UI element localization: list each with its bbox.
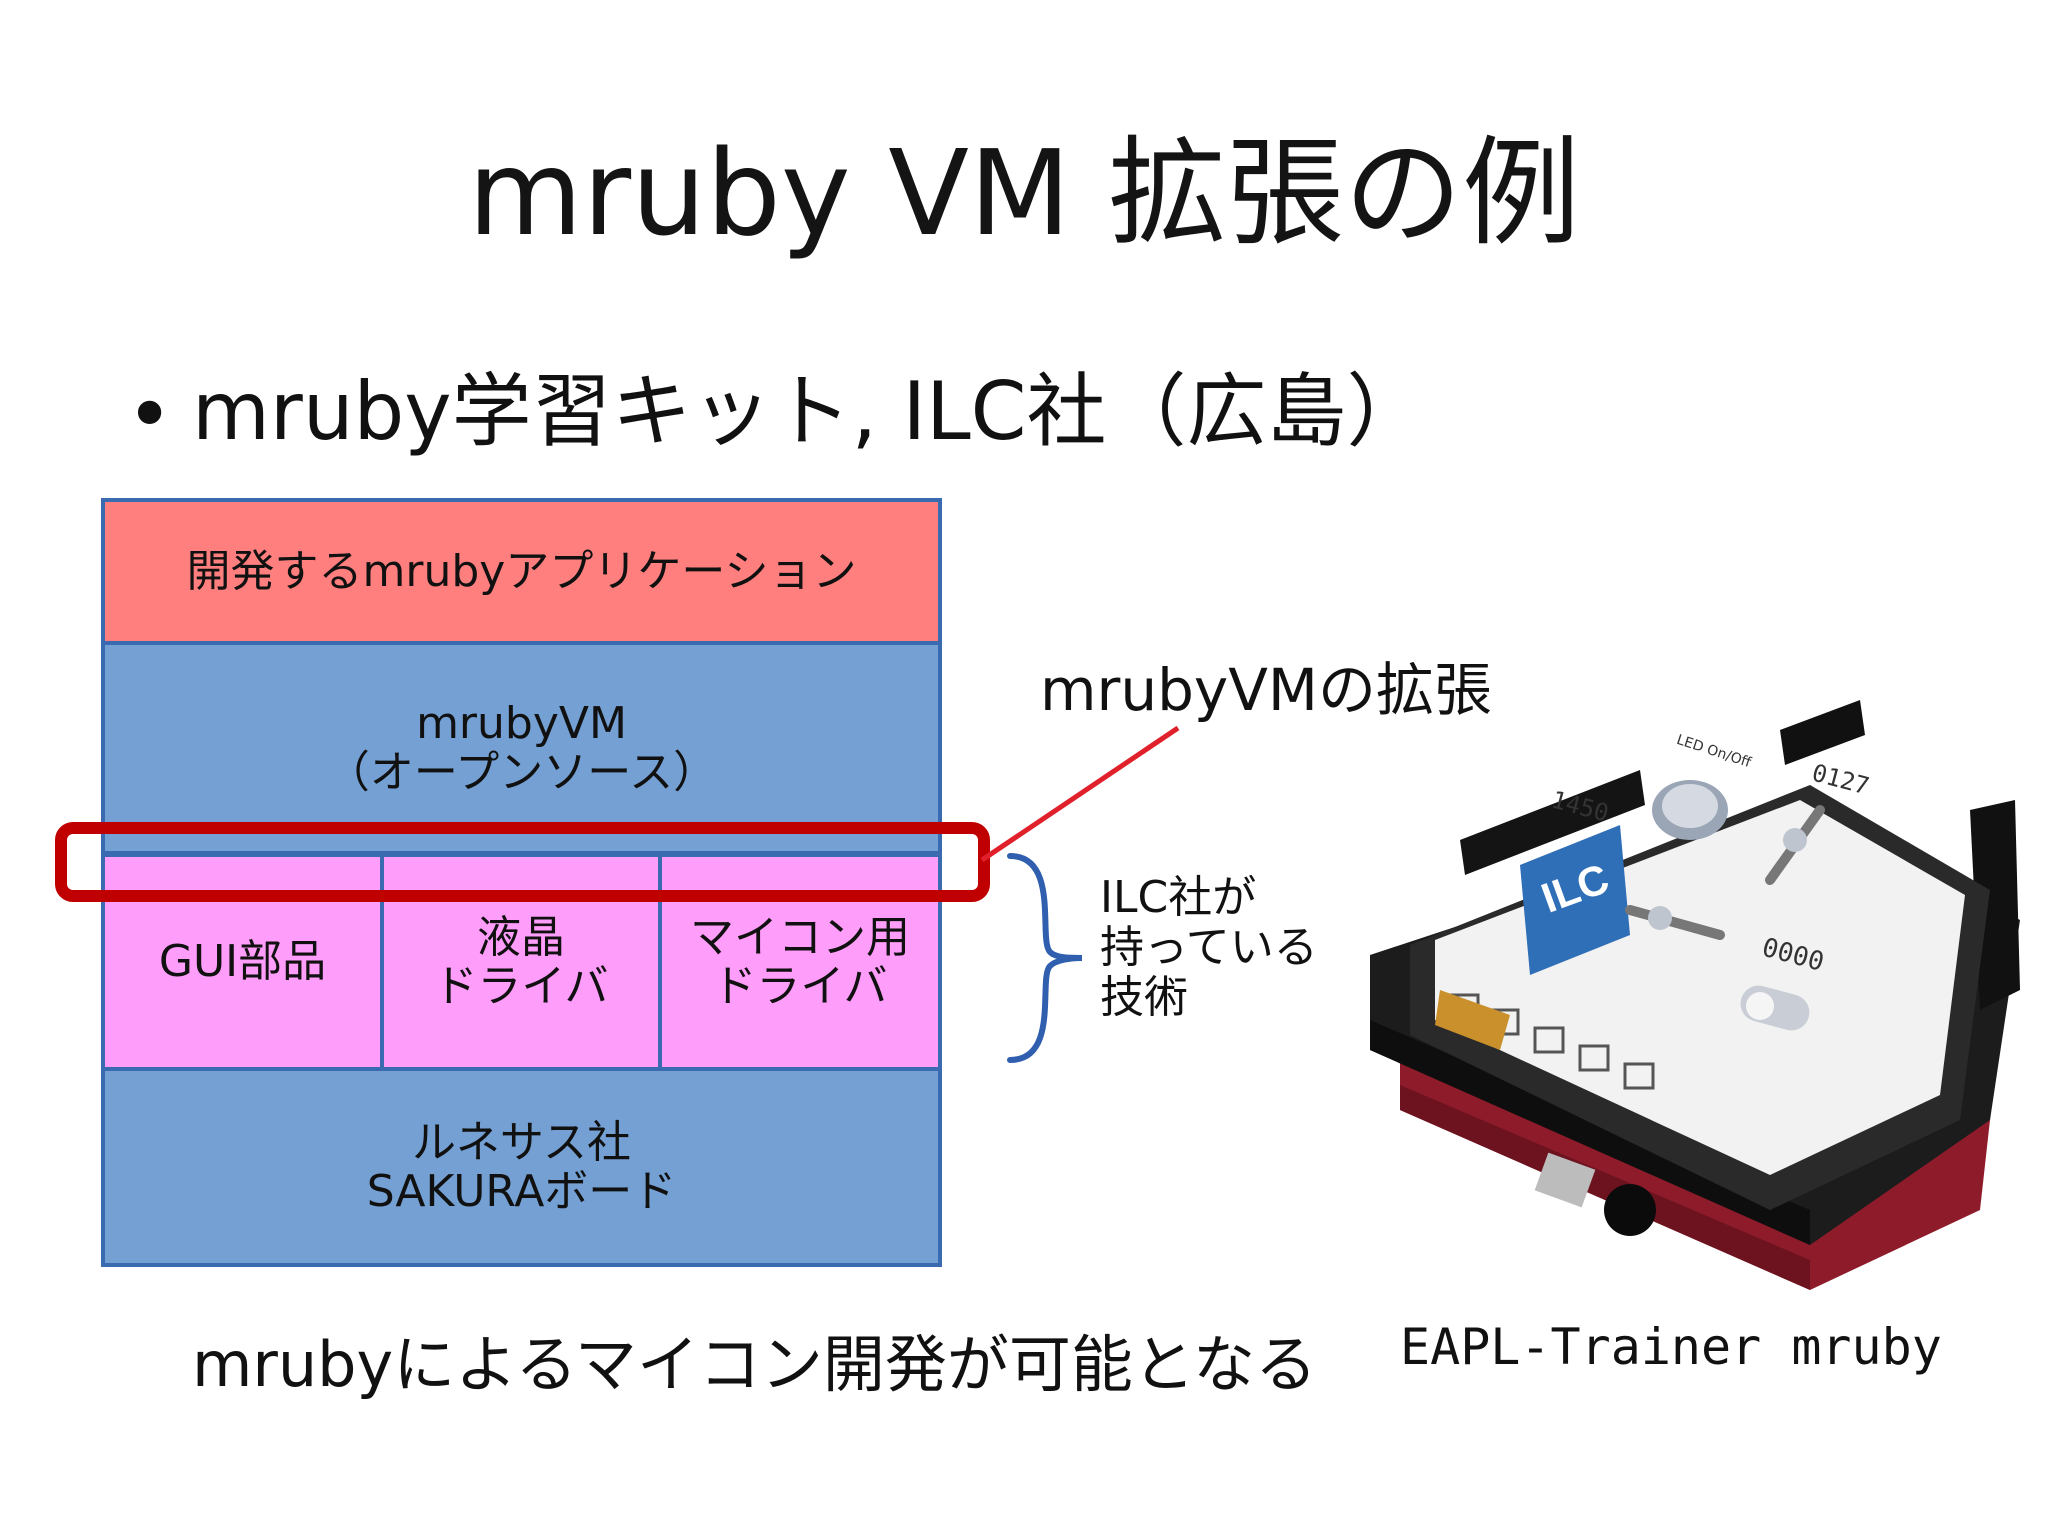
readout-led: LED On/Off	[1674, 732, 1753, 771]
bullet-marker: •	[126, 368, 174, 461]
mcu-layer-line2: ドライバ	[712, 961, 888, 1012]
app-layer-label: 開発するmrubyアプリケーション	[186, 545, 857, 597]
lcd-layer-line1: 液晶	[477, 911, 565, 963]
board-layer: ルネサス社 SAKURAボード	[101, 1067, 942, 1267]
gui-layer-label: GUI部品	[158, 936, 327, 988]
callout-label: mrubyVMの拡張	[1040, 656, 1492, 724]
app-layer: 開発するmrubyアプリケーション	[101, 498, 942, 645]
product-caption: EAPL-Trainer mruby	[1400, 1318, 1942, 1376]
mcu-layer-line1: マイコン用	[690, 911, 910, 963]
curly-brace	[1007, 853, 1083, 1063]
lcd-layer-line2: ドライバ	[433, 961, 609, 1012]
bottom-caption: mrubyによるマイコン開発が可能となる	[192, 1328, 1318, 1401]
slide-title: mruby VM 拡張の例	[467, 124, 1581, 262]
mcu-driver-layer: マイコン用 ドライバ	[658, 853, 942, 1071]
tech-label-line1: ILC社が	[1100, 872, 1257, 923]
eapl-trainer-board-image: ILC 1450 0127 0000 LED On/Off	[1370, 700, 2020, 1290]
board-layer-line1: ルネサス社	[411, 1116, 632, 1168]
vm-layer: mrubyVM （オープンソース）	[101, 645, 942, 855]
board-layer-line2: SAKURAボード	[366, 1166, 677, 1217]
vm-layer-line2: （オープンソース）	[325, 747, 718, 798]
vm-extension-highlight	[55, 822, 990, 902]
bullet-text: mruby学習キット, ILC社（広島）	[192, 365, 1427, 458]
ilc-logo: ILC	[1520, 825, 1630, 975]
tech-label-line2: 持っている	[1100, 922, 1318, 973]
tech-label-line3: 技術	[1100, 972, 1188, 1023]
vm-layer-line1: mrubyVM	[416, 697, 627, 749]
lcd-driver-layer: 液晶 ドライバ	[380, 853, 662, 1071]
ilc-tech-label: ILC社が 持っている 技術	[1100, 873, 1318, 1023]
